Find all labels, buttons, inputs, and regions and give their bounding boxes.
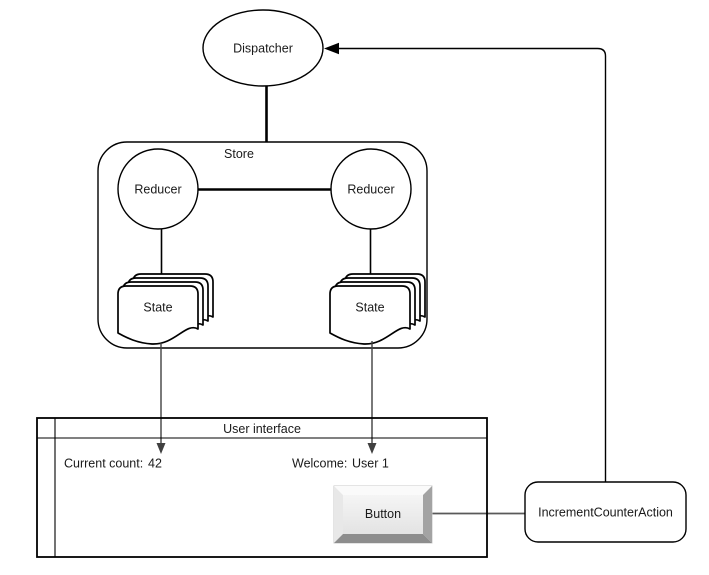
reducer-left-label: Reducer bbox=[134, 183, 181, 197]
node-reducer-right bbox=[330, 148, 412, 230]
arrowhead-welcome-icon bbox=[367, 443, 377, 454]
arrowhead-into-dispatcher-icon bbox=[324, 42, 339, 55]
node-increment-counter-action bbox=[524, 481, 687, 543]
node-state-left: State bbox=[117, 273, 214, 345]
node-reducer-left bbox=[117, 148, 199, 230]
edge-action-to-dispatcher bbox=[338, 47, 607, 482]
reducer-right-label: Reducer bbox=[347, 183, 394, 197]
store-label: Store bbox=[224, 147, 254, 161]
button-face bbox=[343, 495, 423, 534]
button-label: Button bbox=[365, 507, 401, 521]
state-right-label: State bbox=[355, 301, 384, 315]
node-dispatcher bbox=[202, 9, 324, 87]
node-state-right: State bbox=[329, 273, 426, 345]
button-bevel-left bbox=[334, 486, 343, 543]
user-interface-title: User interface bbox=[223, 422, 301, 436]
arrowhead-count-icon bbox=[156, 443, 166, 454]
state-left-sheet-front bbox=[117, 285, 199, 345]
state-left-label: State bbox=[143, 301, 172, 315]
current-count-label: Current count: bbox=[64, 457, 143, 471]
button-bevel-bottom bbox=[334, 534, 432, 543]
increment-counter-action-label: IncrementCounterAction bbox=[538, 506, 673, 520]
node-user-interface bbox=[36, 417, 488, 558]
node-button[interactable]: Button bbox=[333, 485, 433, 544]
button-bevel-right bbox=[423, 486, 432, 543]
current-count-value: 42 bbox=[148, 457, 162, 471]
dispatcher-label: Dispatcher bbox=[233, 42, 293, 56]
welcome-value: User 1 bbox=[352, 457, 389, 471]
welcome-label: Welcome: bbox=[292, 457, 347, 471]
state-right-sheet-front bbox=[329, 285, 411, 345]
button-bevel-top bbox=[334, 486, 432, 495]
